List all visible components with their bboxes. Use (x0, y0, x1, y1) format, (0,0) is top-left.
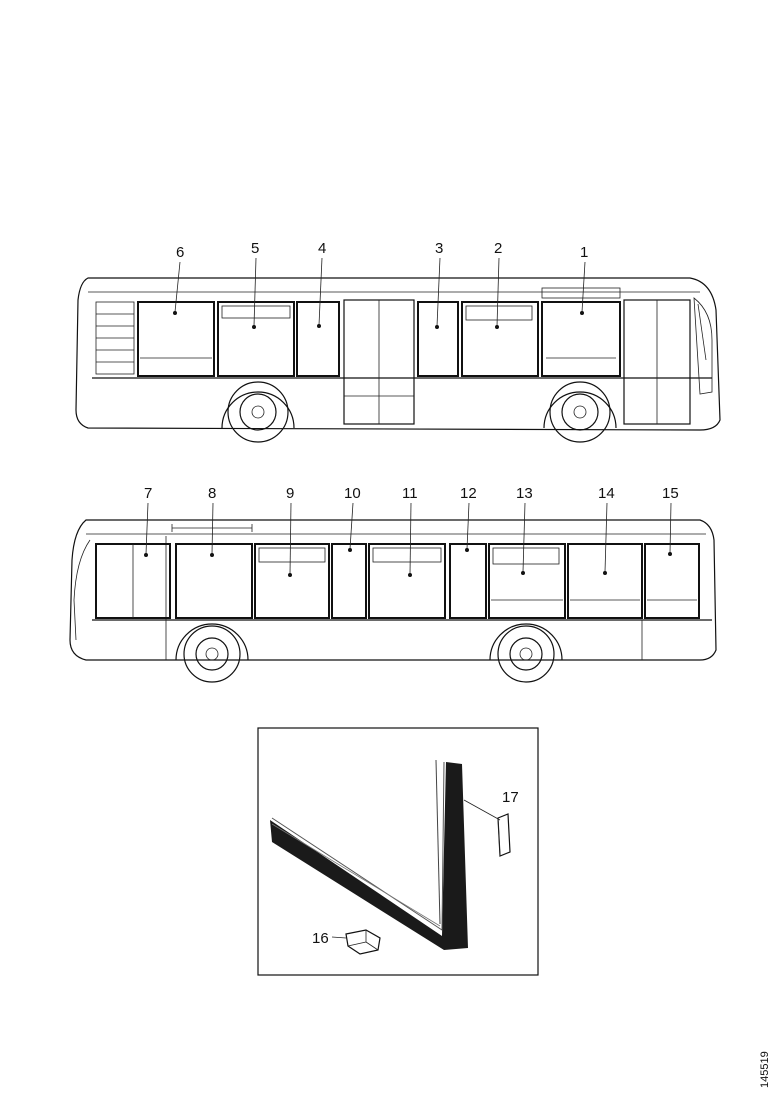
callout-2: 2 (494, 240, 502, 257)
window-10 (331, 543, 367, 619)
callout-13: 13 (516, 485, 533, 502)
callout-7: 7 (144, 485, 152, 502)
window-1 (541, 301, 621, 377)
callout-12: 12 (460, 485, 477, 502)
window-11 (368, 543, 446, 619)
bus-side-view-upper (75, 277, 721, 443)
lower-front-wheel (175, 623, 249, 683)
window-4 (296, 301, 340, 377)
window-8 (175, 543, 253, 619)
window-3 (417, 301, 459, 377)
window-2 (461, 301, 539, 377)
window-5 (217, 301, 295, 377)
lower-callouts: 7 8 9 10 11 12 13 14 15 (144, 485, 679, 577)
window-15 (644, 543, 700, 619)
rear-wheel (221, 381, 295, 443)
callout-8: 8 (208, 485, 216, 502)
callout-3: 3 (435, 240, 443, 257)
detail-inset: 17 16 (257, 727, 539, 976)
document-number: 145519 (759, 1051, 771, 1088)
callout-14: 14 (598, 485, 615, 502)
front-wheel (543, 381, 617, 443)
callout-5: 5 (251, 240, 259, 257)
callout-15: 15 (662, 485, 679, 502)
bus-side-view-lower (69, 519, 717, 683)
front-door (623, 299, 691, 425)
seal-block-16 (331, 929, 381, 955)
callout-11: 11 (402, 485, 418, 502)
callout-6: 6 (176, 244, 184, 261)
callout-17: 17 (502, 789, 519, 806)
rear-grille (95, 301, 135, 375)
window-seal-profile (270, 759, 468, 950)
seal-clip-17 (463, 799, 511, 857)
middle-door (343, 299, 415, 425)
callout-10: 10 (344, 485, 361, 502)
lower-rear-wheel (489, 623, 563, 683)
callout-16: 16 (312, 930, 329, 947)
callout-9: 9 (286, 485, 294, 502)
callout-4: 4 (318, 240, 326, 257)
window-12 (449, 543, 487, 619)
upper-callouts: 6 5 4 3 2 1 (173, 240, 588, 329)
callout-1: 1 (580, 244, 588, 261)
window-14 (567, 543, 643, 619)
window-13 (488, 543, 566, 619)
window-9 (254, 543, 330, 619)
